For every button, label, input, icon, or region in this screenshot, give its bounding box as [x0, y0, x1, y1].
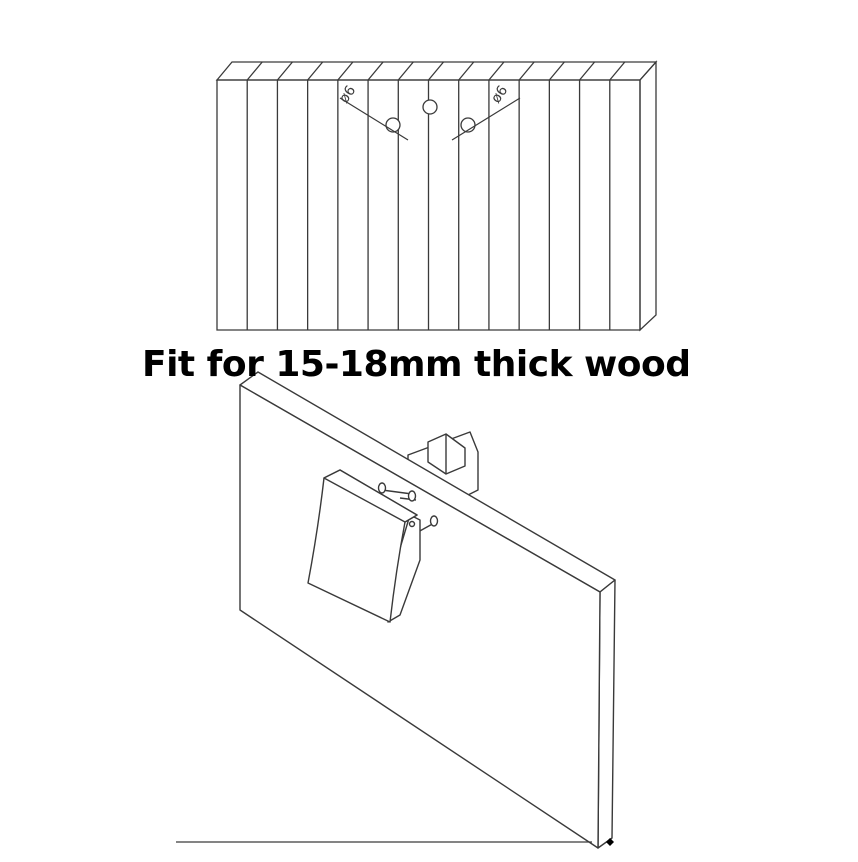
slatted-panel — [215, 60, 658, 332]
board-with-handle — [239, 371, 616, 849]
panel-slat-bevel — [397, 61, 414, 81]
dimension-label-right: ø6 — [488, 83, 511, 107]
rule-diamond-marker — [606, 838, 614, 846]
handle — [307, 469, 421, 623]
handle-top-face — [323, 469, 418, 523]
hole-left — [385, 117, 401, 133]
leader-right — [451, 97, 521, 141]
bottom-rule — [176, 838, 614, 846]
panel-slat-bevel — [307, 61, 324, 81]
panel-slat-bevel — [337, 61, 354, 81]
pin-mid-cap — [407, 490, 417, 502]
handle-screw — [408, 520, 416, 528]
pin-low-cap — [429, 515, 439, 527]
handle-pins — [377, 482, 439, 533]
hole-center — [422, 99, 438, 115]
panel-slat-bevel — [458, 61, 475, 81]
pin-top-back — [381, 489, 413, 495]
leader-left — [339, 97, 409, 141]
panel-slat-bevel — [428, 61, 444, 81]
panel-slat-bevel — [367, 61, 384, 81]
pin-top-cap — [377, 482, 387, 494]
board-right-edge — [597, 579, 616, 849]
panel-slat-bevel — [609, 61, 626, 81]
mounting-holes — [385, 99, 476, 133]
dimension-leaders — [339, 97, 521, 141]
panel-slat-bevel — [579, 61, 596, 81]
panel-side-face — [639, 60, 657, 332]
panel-slat-bevel — [276, 61, 293, 81]
panel-slat-bevel — [488, 61, 505, 81]
panel-slat-bevel — [246, 61, 263, 81]
panel-slat-lines — [246, 61, 626, 330]
panel-slat-bevel — [548, 61, 565, 81]
dimension-label-left: ø6 — [336, 83, 359, 107]
panel-slat-bevel — [518, 61, 535, 81]
